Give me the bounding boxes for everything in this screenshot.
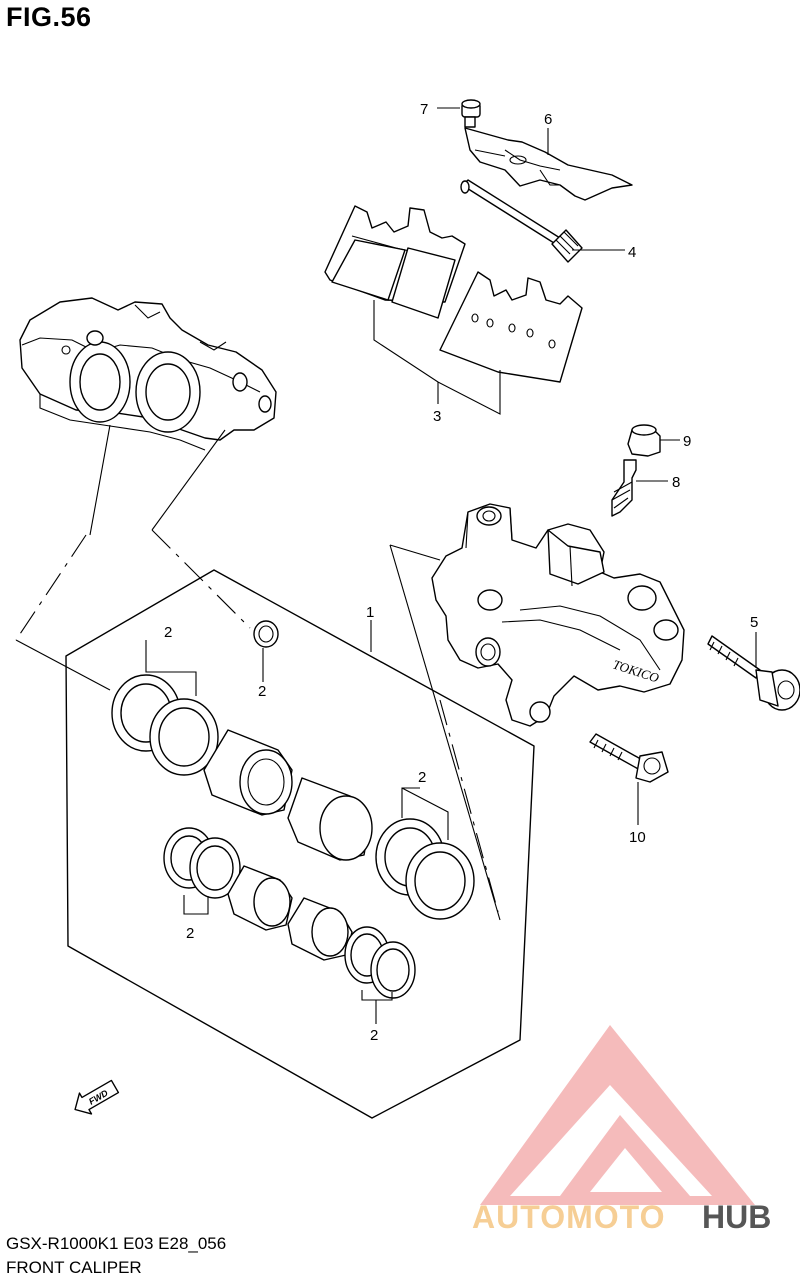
callout-1: 1 (366, 604, 374, 621)
callout-2-right-seals: 2 (418, 769, 426, 786)
part-4-pad-pin (460, 179, 583, 263)
watermark-hub: HUB (702, 1199, 771, 1235)
callout-2-small-seals: 2 (186, 925, 194, 942)
callout-7: 7 (420, 101, 428, 118)
callout-leaders (145, 107, 757, 1024)
part-6-pad-spring (464, 127, 633, 201)
part-7-bolt (461, 99, 481, 128)
part-3-brake-pads (324, 205, 583, 383)
part-1-piston-seal-kit-box (65, 569, 535, 1119)
watermark-auto-moto: AUTOMOTO (472, 1199, 665, 1235)
forward-direction-arrow: FWD (74, 1079, 120, 1115)
callout-8: 8 (672, 474, 680, 491)
caliper-half-inner (19, 297, 277, 451)
assembly-guide-lines (15, 424, 501, 921)
callout-5: 5 (750, 614, 758, 631)
callout-4: 4 (628, 244, 636, 261)
watermark-logo: AUTOMOTO HUB (472, 1025, 771, 1235)
callout-2-ring: 2 (258, 683, 266, 700)
callout-6: 6 (544, 111, 552, 128)
callout-9: 9 (683, 433, 691, 450)
section-name-caption: FRONT CALIPER (6, 1258, 142, 1277)
callout-2-upper-seals: 2 (164, 624, 172, 641)
caliper-body-assembly: TOKICO (431, 424, 800, 783)
figure-title: FIG.56 (6, 2, 92, 32)
model-code-caption: GSX-R1000K1 E03 E28_056 (6, 1234, 227, 1253)
callout-2-bottom-seals: 2 (370, 1027, 378, 1044)
callout-10: 10 (629, 829, 646, 846)
callout-3: 3 (433, 408, 441, 425)
callout-labels: 1 2 2 2 2 2 3 4 5 6 7 8 9 10 (164, 101, 758, 1044)
